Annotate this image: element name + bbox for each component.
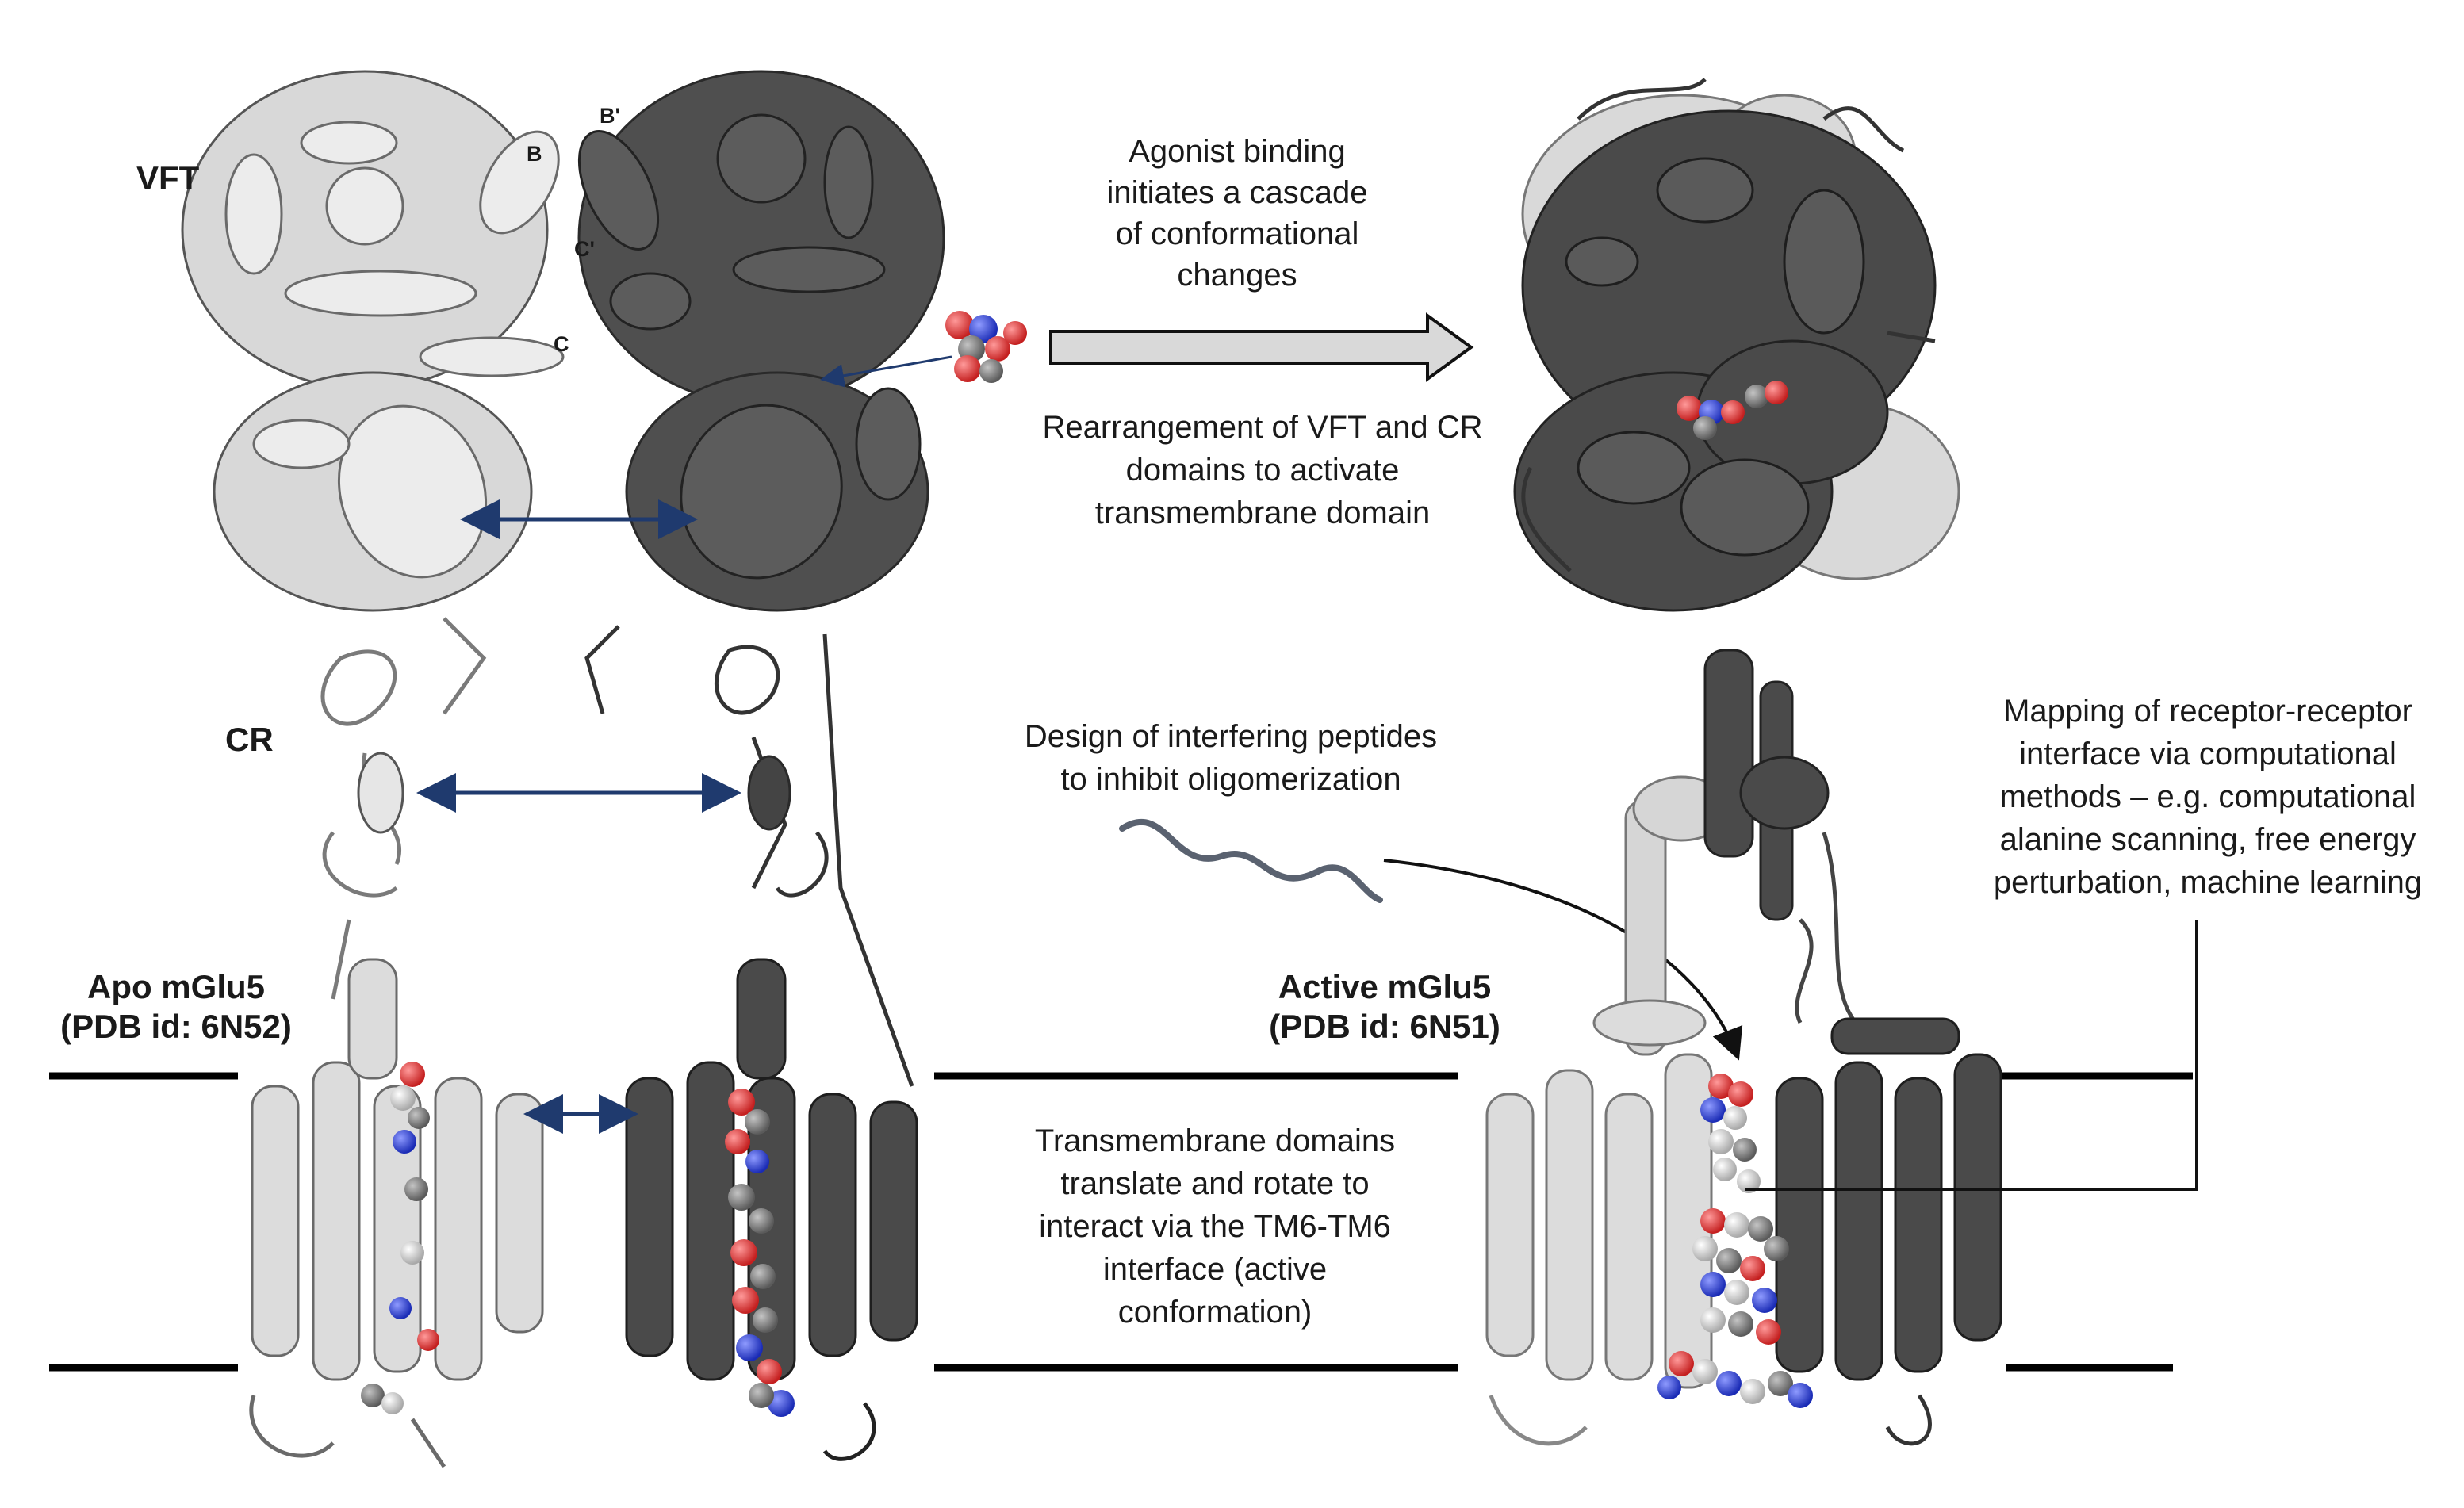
active-structure-label: Active mGlu5 (PDB id: 6N51) <box>1269 967 1500 1047</box>
helix-c-prime-label: C' <box>574 237 595 261</box>
active-interface-ligands <box>1657 1074 1813 1408</box>
active-structure <box>1485 78 2002 1446</box>
agonist-line-1: Agonist binding <box>1129 134 1346 169</box>
apo-structure-label: Apo mGlu5 (PDB id: 6N52) <box>60 967 292 1047</box>
peptide-target-arrow <box>1383 859 1743 1061</box>
cr-label: CR <box>225 721 274 758</box>
helix-b-label: B <box>527 142 542 166</box>
apo-name: Apo mGlu5 <box>86 968 266 1005</box>
transmembrane-line-4: interface (active <box>1102 1252 1328 1287</box>
peptide-squiggle-icon <box>1119 819 1383 903</box>
mapping-line-1: Mapping of receptor-receptor <box>2003 694 2412 729</box>
distance-arrows <box>416 499 741 1134</box>
apo-light-ligand <box>361 1062 439 1414</box>
active-agonist <box>1677 381 1788 440</box>
peptides-line-1: Design of interfering peptides <box>1024 719 1438 754</box>
rearrangement-line-1: Rearrangement of VFT and CR <box>1042 410 1483 445</box>
peptides-annotation: Design of interfering peptides to inhibi… <box>1025 715 1437 801</box>
process-arrow <box>1049 312 1474 382</box>
apo-dark-ligand <box>725 1089 795 1417</box>
transmembrane-line-5: conformation) <box>1117 1295 1312 1330</box>
agonist-molecule <box>945 311 1027 383</box>
transmembrane-line-1: Transmembrane domains <box>1034 1123 1396 1158</box>
agonist-pointer-arrow <box>820 355 952 388</box>
transmembrane-annotation: Transmembrane domains translate and rota… <box>1035 1120 1395 1334</box>
rearrangement-line-2: domains to activate <box>1125 453 1400 488</box>
rearrangement-line-3: transmembrane domain <box>1094 496 1431 530</box>
apo-dark-protomer <box>577 70 945 1461</box>
active-name: Active mGlu5 <box>1278 968 1492 1005</box>
agonist-line-4: changes <box>1177 258 1297 293</box>
active-pdb-id: (PDB id: 6N51) <box>1269 1008 1500 1046</box>
agonist-line-3: of conformational <box>1115 216 1359 251</box>
apo-light-protomer <box>181 70 565 1468</box>
membrane-lines <box>49 1072 2193 1372</box>
apo-pdb-id: (PDB id: 6N52) <box>60 1008 292 1046</box>
mapping-connector <box>1745 920 2198 1191</box>
peptides-line-2: to inhibit oligomerization <box>1060 762 1401 797</box>
agonist-line-2: initiates a cascade <box>1106 175 1368 210</box>
rearrangement-annotation: Rearrangement of VFT and CR domains to a… <box>1042 406 1482 534</box>
helix-b-prime-label: B' <box>600 104 620 128</box>
mapping-line-4: alanine scanning, free energy <box>1999 822 2416 857</box>
mapping-annotation: Mapping of receptor-receptor interface v… <box>1994 690 2422 904</box>
mapping-line-2: interface via computational <box>2019 737 2397 771</box>
transmembrane-line-2: translate and rotate to <box>1060 1166 1370 1201</box>
agonist-annotation: Agonist binding initiates a cascade of c… <box>1106 131 1367 296</box>
helix-c-label: C <box>554 332 569 356</box>
vft-label: VFT <box>136 159 200 197</box>
mapping-line-5: perturbation, machine learning <box>1993 865 2423 900</box>
transmembrane-line-3: interact via the TM6-TM6 <box>1039 1209 1391 1244</box>
mapping-line-3: methods – e.g. computational <box>1999 779 2416 814</box>
